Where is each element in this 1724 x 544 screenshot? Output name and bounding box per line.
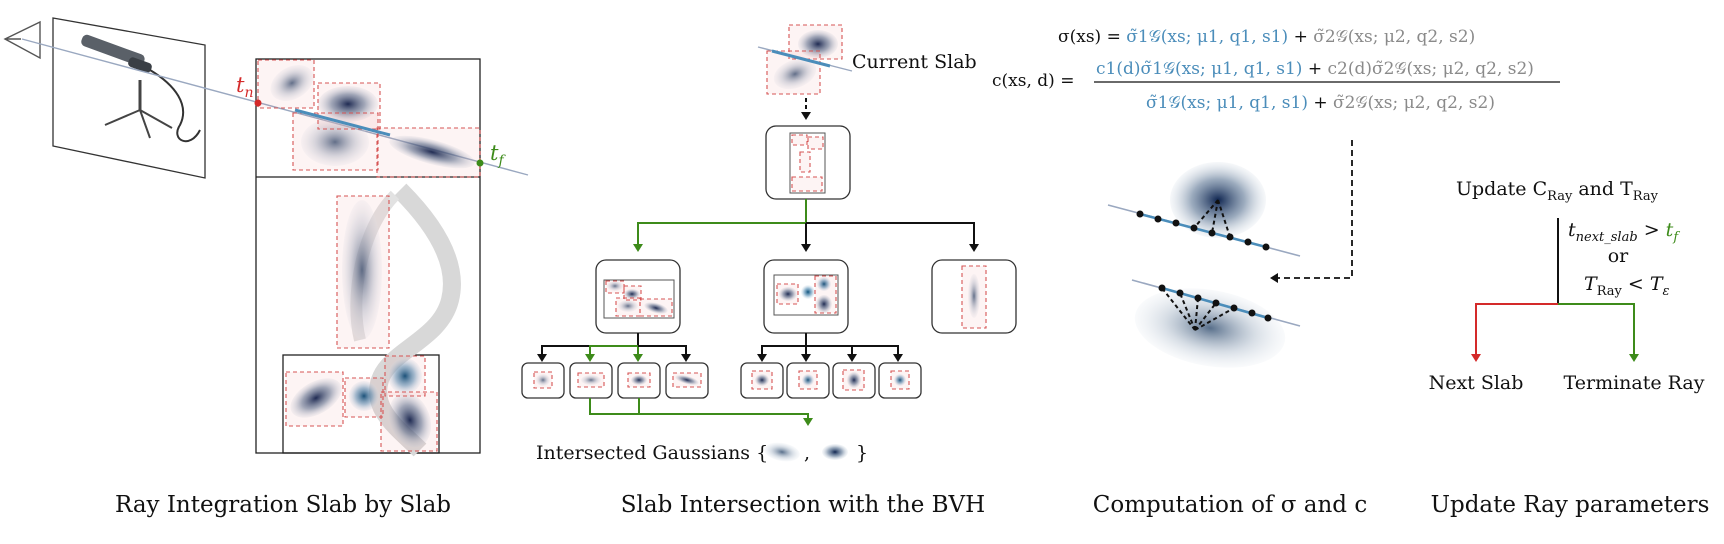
gaussian-bbox: [344, 377, 384, 418]
branch-next-slab: [1471, 303, 1558, 362]
panel-ray-integration: tn tf Ray Integration Slab by Slab: [3, 17, 529, 518]
bvh-leaves: [521, 362, 922, 399]
gaussian-bbox: [788, 24, 843, 60]
branch-terminate: [1558, 303, 1639, 362]
panel-title: Ray Integration Slab by Slab: [115, 492, 451, 518]
intersected-close: }: [856, 442, 868, 464]
next-slab-label: Next Slab: [1429, 372, 1524, 394]
color-equation-denominator: σ̃1𝒢(xs; μ1, q1, s1) + σ̃2𝒢(xs; μ2, q2, …: [1146, 93, 1495, 113]
current-slab-segment: [771, 49, 831, 68]
t-far-label: tf: [490, 141, 506, 169]
t-near-label: tn: [236, 73, 253, 101]
edge-to-right: [806, 222, 979, 252]
gaussian-bbox: [766, 50, 821, 95]
panel-title: Computation of σ and c: [1093, 492, 1367, 518]
gaussian: [270, 64, 314, 102]
panel-computation: σ(xs) = σ̃1𝒢(xs; μ1, q1, s1) + σ̃2𝒢(xs; …: [992, 27, 1560, 518]
gaussian-bbox: [380, 391, 438, 452]
microphone-icon: [81, 34, 201, 143]
sample-rays: [1193, 199, 1231, 238]
gaussian: [1134, 288, 1286, 368]
gaussian-bbox: [376, 127, 481, 178]
current-slab-label: Current Slab: [852, 51, 977, 73]
edge-to-intersected: [589, 398, 813, 426]
gaussian-bbox: [336, 195, 390, 349]
gaussian-bbox: [257, 59, 315, 109]
panel-update-ray: Update CRay and TRay tnext_slab > tf or …: [1429, 178, 1710, 518]
gaussian: [349, 381, 379, 411]
panel-bvh-intersection: Current Slab: [521, 24, 1017, 518]
image-plane: [52, 17, 206, 179]
gaussian: [388, 392, 432, 448]
gaussian: [822, 444, 848, 460]
condition-1: tnext_slab > tf: [1568, 219, 1680, 245]
sigma-equation: σ(xs) = σ̃1𝒢(xs; μ1, q1, s1) + σ̃2𝒢(xs; …: [1058, 27, 1475, 47]
gaussian-bbox: [292, 112, 379, 171]
gaussian: [798, 30, 838, 58]
intersected-comma: ,: [804, 442, 810, 464]
edge-to-left: [633, 199, 807, 252]
t-near-point: [254, 99, 262, 107]
gaussian: [773, 58, 817, 90]
gaussian-bbox: [384, 355, 426, 397]
camera-icon: [3, 20, 41, 60]
gaussian-bbox: [285, 371, 344, 427]
color-equation-numerator: c1(d)σ̃1𝒢(xs; μ1, q1, s1) + c2(d)σ̃2𝒢(xs…: [1096, 59, 1534, 79]
bvh-sub-box: [282, 354, 440, 454]
color-equation-lhs: c(xs, d) =: [992, 71, 1074, 91]
gaussian-bbox: [317, 82, 381, 130]
gaussian: [764, 442, 800, 462]
t-far-point: [476, 159, 484, 167]
gaussian: [301, 118, 369, 166]
gaussian: [290, 378, 342, 418]
panel-title: Slab Intersection with the BVH: [621, 492, 985, 518]
gaussian: [342, 200, 382, 340]
condition-or: or: [1608, 245, 1629, 267]
bvh-root-node: [765, 125, 851, 200]
gaussian: [389, 135, 475, 169]
terminate-ray-label: Terminate Ray: [1564, 372, 1705, 394]
condition-2: TRay < Tε: [1584, 273, 1670, 299]
gaussian: [388, 358, 422, 394]
dashed-connector: [1270, 140, 1353, 283]
intersected-label: Intersected Gaussians {: [536, 442, 768, 464]
sample-rays: [1161, 287, 1235, 331]
current-slab-segment: [294, 108, 391, 137]
sample-points: [1158, 284, 1272, 322]
scene-ghost: [369, 183, 461, 457]
update-label: Update CRay and TRay: [1456, 178, 1659, 204]
panel-title: Update Ray parameters: [1431, 492, 1710, 518]
